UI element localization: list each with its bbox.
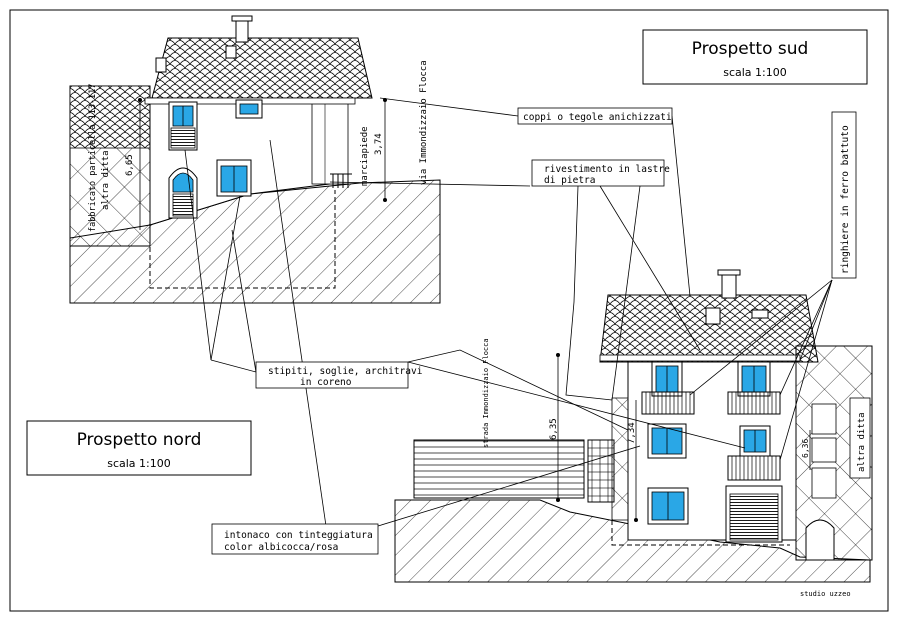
north-street-label: via Immondizzaio Flocca	[419, 60, 429, 185]
north-scale: scala 1:100	[107, 457, 171, 470]
south-elevation: strada Immondizzaio Flocca 6,35 7,34 6,3…	[394, 269, 873, 583]
south-height-c: 6,36	[801, 439, 810, 458]
note-stone-line2: di pietra	[544, 175, 595, 186]
south-garage-door	[725, 485, 783, 543]
south-balcony-window-3	[727, 425, 781, 481]
south-street-label: strada Immondizzaio Flocca	[482, 338, 490, 448]
note-stone: rivestimento in lastre di pietra	[531, 159, 670, 187]
note-railings-text: ringhiere in ferro battuto	[840, 125, 851, 274]
south-window-mid-left	[647, 423, 687, 459]
north-arched-door	[168, 167, 198, 219]
north-window-small	[235, 99, 263, 119]
south-height-b: 7,34	[627, 422, 637, 444]
annotations	[184, 97, 833, 527]
north-elevation: fabbricato particella 113-117 altra ditt…	[69, 15, 441, 304]
south-chimney	[721, 271, 737, 299]
north-height-main: 3,74	[374, 133, 384, 155]
north-window-lower-left	[216, 159, 252, 197]
note-stone-line1: rivestimento in lastre	[544, 164, 670, 175]
note-roof: coppi o tegole anichizzati	[517, 107, 673, 125]
note-jambs: stipiti, soglie, architravi in coreno	[255, 361, 423, 389]
north-neighbour-other-label: altra ditta	[101, 150, 111, 210]
south-balcony-window-2	[727, 361, 781, 415]
south-balcony-window-1	[641, 361, 695, 415]
north-window-upper	[168, 101, 198, 151]
south-title: Prospetto sud	[692, 39, 809, 59]
note-plaster-line1: intonaco con tinteggiatura	[224, 530, 373, 541]
title-block-south: Prospetto sud scala 1:100	[642, 29, 868, 85]
north-height-neighbour: 6,65	[125, 154, 135, 176]
title-block-north: Prospetto nord scala 1:100	[26, 420, 252, 476]
south-height-a: 6,35	[549, 418, 559, 440]
north-sidewalk-label: marciapiede	[360, 126, 370, 186]
sheet-border	[9, 9, 889, 612]
note-roof-text: coppi o tegole anichizzati	[523, 112, 672, 123]
south-scale: scala 1:100	[723, 66, 787, 79]
studio-signature: studio uzzeo	[800, 590, 851, 598]
north-neighbour-label: fabbricato particella 113-117	[88, 84, 98, 232]
note-plaster: intonaco con tinteggiatura color albicoc…	[211, 523, 379, 555]
south-roof	[599, 294, 819, 363]
note-railings: ringhiere in ferro battuto	[831, 111, 857, 279]
south-neighbour-other-label: altra ditta	[857, 412, 867, 472]
south-window-low-left	[647, 487, 689, 525]
north-chimney	[235, 17, 249, 43]
note-plaster-line2: color albicocca/rosa	[224, 542, 338, 553]
note-jambs-line1: stipiti, soglie, architravi	[268, 366, 423, 377]
north-roof	[151, 37, 373, 99]
north-title: Prospetto nord	[77, 430, 202, 450]
south-stairs	[413, 439, 585, 499]
note-jambs-line2: in coreno	[300, 377, 352, 388]
